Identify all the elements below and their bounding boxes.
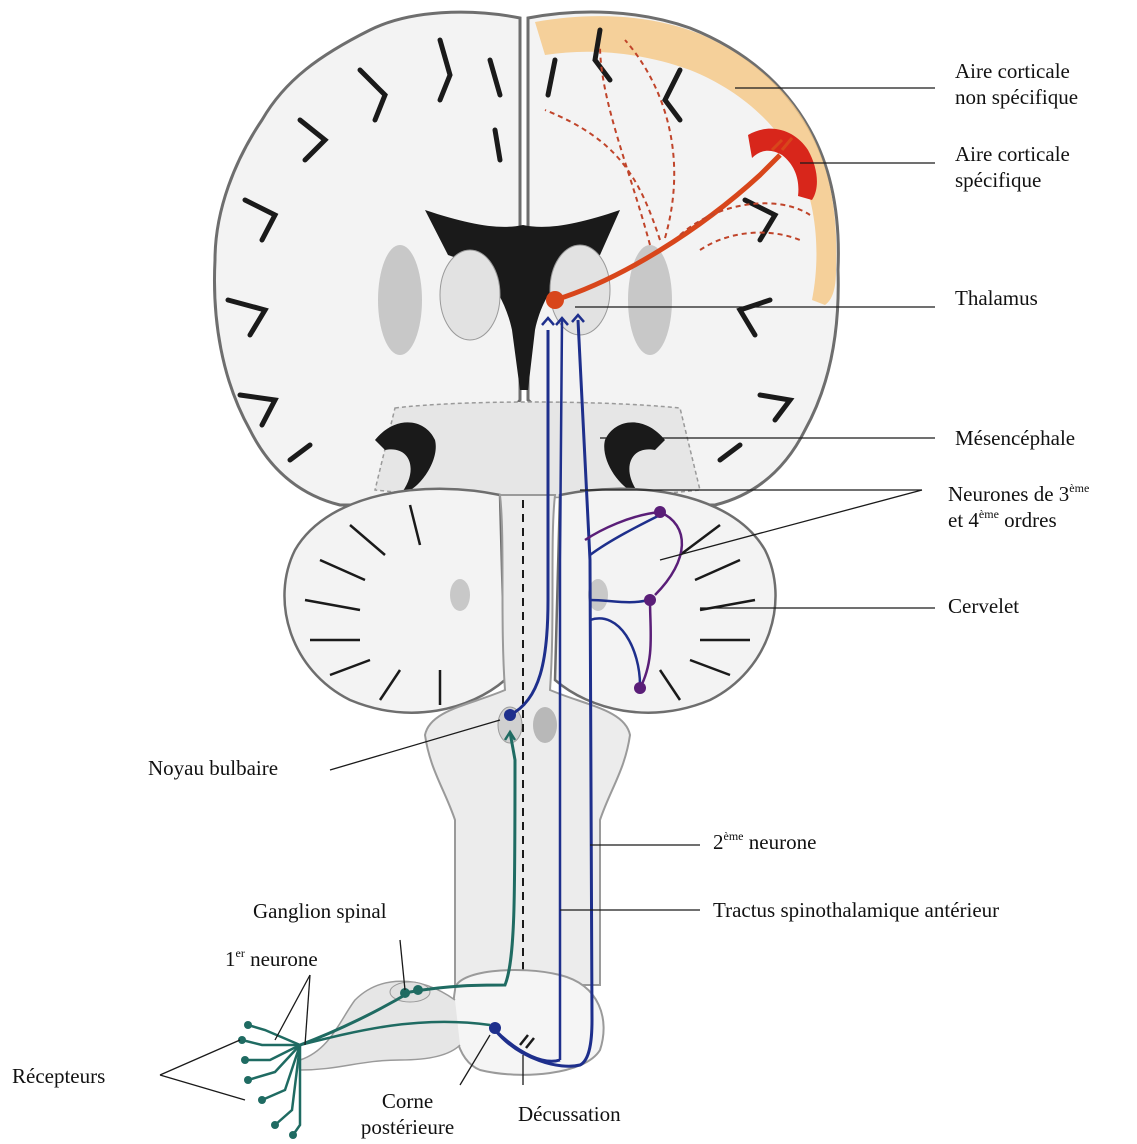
spinal-nerve xyxy=(300,981,460,1070)
label-neurones-ordres: Neurones de 3ème et 4ème ordres xyxy=(948,481,1089,534)
label-ganglion-spinal: Ganglion spinal xyxy=(253,898,387,924)
label-aire-non-specifique: Aire corticale non spécifique xyxy=(955,58,1078,111)
label-decussation: Décussation xyxy=(518,1101,621,1127)
label-cervelet: Cervelet xyxy=(948,593,1019,619)
bulbar-neuron-soma xyxy=(504,709,516,721)
label-recepteurs: Récepteurs xyxy=(12,1063,105,1089)
label-tractus: Tractus spinothalamique antérieur xyxy=(713,897,999,923)
left-thalamus xyxy=(440,250,500,340)
posterior-horn-neuron xyxy=(489,1022,501,1034)
ganglion-neuron-soma-2 xyxy=(413,985,423,995)
label-aire-specifique: Aire corticale spécifique xyxy=(955,141,1070,194)
thalamic-neuron-soma xyxy=(546,291,564,309)
label-mesencephale: Mésencéphale xyxy=(955,425,1075,451)
label-deuxieme-neurone: 2ème neurone xyxy=(713,829,816,855)
label-premier-neurone: 1er neurone xyxy=(225,946,318,972)
label-noyau-bulbaire: Noyau bulbaire xyxy=(148,755,278,781)
bulbar-nucleus-right xyxy=(533,707,557,743)
left-putamen xyxy=(378,245,422,355)
label-thalamus: Thalamus xyxy=(955,285,1038,311)
right-putamen xyxy=(628,245,672,355)
label-corne-posterieure: Corne postérieure xyxy=(350,1088,465,1141)
